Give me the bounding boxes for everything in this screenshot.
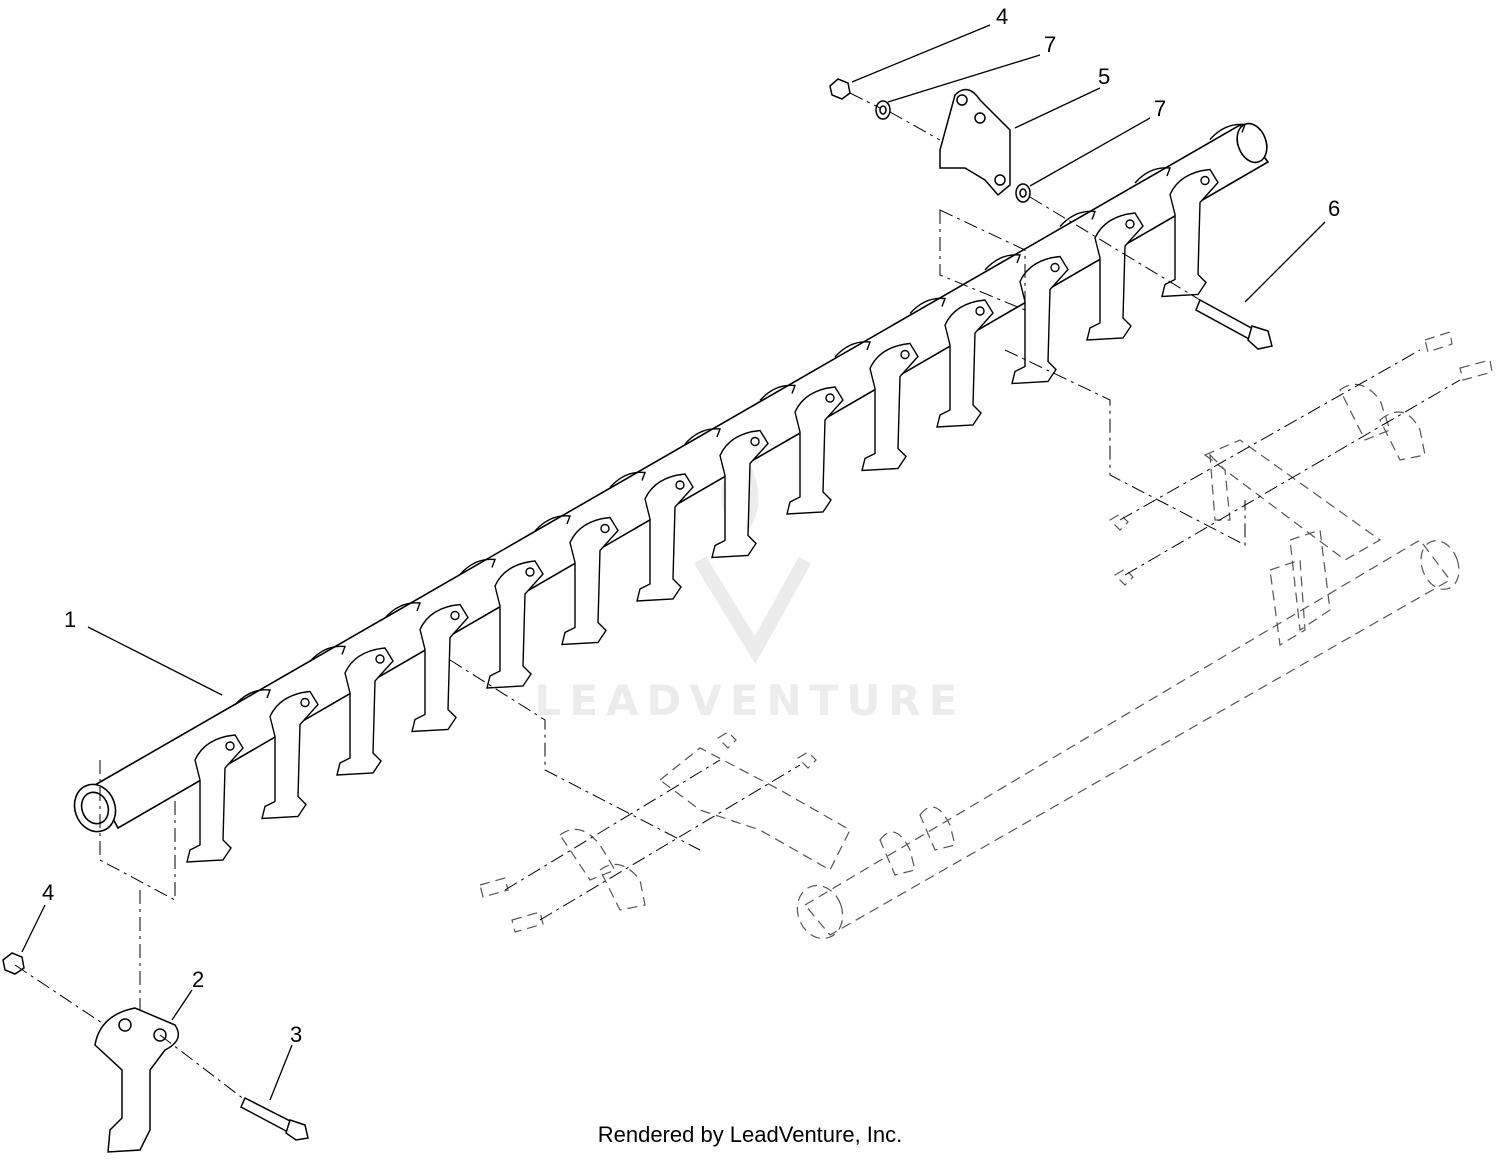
bracket-part-5 <box>939 88 1011 197</box>
tooth-hole <box>450 610 460 621</box>
callout-2: 2 <box>192 967 204 992</box>
leader-lines <box>21 24 1326 1101</box>
centerlines <box>14 92 1461 1101</box>
callout-5: 5 <box>1098 64 1110 89</box>
reel-tooth <box>1086 212 1144 341</box>
bolt-part-3 <box>240 1096 309 1141</box>
rear-tooth <box>309 645 346 662</box>
tooth-hole <box>675 480 685 490</box>
tooth-hole <box>375 654 385 664</box>
rear-tooth <box>1134 167 1171 184</box>
rear-tooth <box>759 384 796 401</box>
phantom-frame <box>479 331 1493 940</box>
rear-tooth <box>609 471 646 488</box>
tooth-hole <box>1125 219 1135 229</box>
reel-tooth <box>561 516 619 646</box>
reel-tooth <box>861 342 919 472</box>
bolt-part-6 <box>1195 298 1273 350</box>
rear-tooth <box>459 558 496 575</box>
reel-tooth <box>336 647 394 776</box>
watermark-logo <box>694 466 812 664</box>
reel-tooth <box>1161 168 1219 298</box>
footer-credit: Rendered by LeadVenture, Inc. <box>597 1122 903 1147</box>
nut-part-4-lower <box>2 952 25 975</box>
callouts: 1 2 3 4 4 5 6 7 7 <box>42 4 1340 1047</box>
callout-4-upper: 4 <box>996 4 1008 29</box>
rear-tooth <box>909 297 946 314</box>
reel-tooth <box>636 473 694 602</box>
rear-tooth <box>534 515 571 532</box>
callout-6: 6 <box>1328 196 1340 221</box>
tooth-hole <box>1050 262 1060 273</box>
reel-tooth <box>186 734 244 863</box>
callout-7-upper: 7 <box>1044 32 1056 57</box>
tooth-hole <box>900 349 910 360</box>
callout-4-lower: 4 <box>42 880 54 905</box>
tooth-hole <box>825 393 835 403</box>
nut-part-4-upper <box>829 78 851 100</box>
tooth-hole <box>975 306 985 316</box>
tooth-hole <box>225 741 235 751</box>
reel-tooth <box>711 429 769 559</box>
reel-tooth <box>486 560 544 689</box>
callout-7-lower: 7 <box>1154 96 1166 121</box>
reel-tooth <box>411 603 469 733</box>
tooth-hole <box>300 697 310 708</box>
reel-tooth <box>786 386 844 515</box>
tooth-hole <box>525 567 535 577</box>
reel-tooth <box>1011 255 1069 385</box>
rear-tooth <box>1209 123 1246 140</box>
washers-part-7 <box>875 100 1031 203</box>
tooth-hole <box>750 436 760 447</box>
rear-tooth <box>1059 210 1096 227</box>
reel-tooth <box>261 690 319 820</box>
rear-tooth <box>684 428 721 445</box>
rear-tooth <box>834 341 871 358</box>
tooth-hole <box>600 523 610 534</box>
callout-3: 3 <box>290 1022 302 1047</box>
rear-tooth <box>384 602 421 619</box>
tooth-hole <box>1200 175 1210 186</box>
reel-tooth <box>936 299 994 428</box>
rear-tooth <box>234 689 271 706</box>
watermark-text: LEADVENTURE <box>534 676 966 725</box>
reel-teeth <box>186 123 1246 863</box>
rear-tooth <box>984 254 1021 271</box>
callout-1: 1 <box>64 607 76 632</box>
